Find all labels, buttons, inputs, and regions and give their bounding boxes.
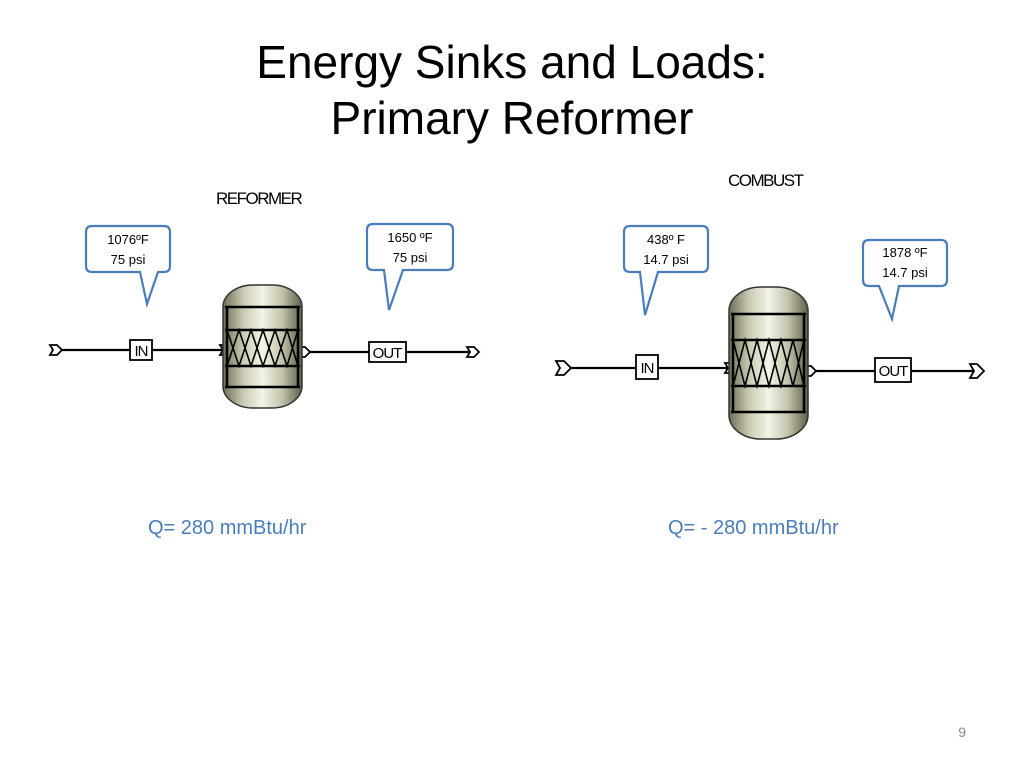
- combust-label: COMBUST: [728, 171, 804, 190]
- reformer-inlet-pressure: 75 psi: [111, 252, 146, 267]
- combust-unit: COMBUST 438º F 14.7 psi 1878 ºF 14.7 psi: [554, 171, 986, 440]
- reformer-out-tag: OUT: [368, 341, 407, 363]
- combust-in-tag: IN: [635, 354, 659, 380]
- combust-vessel: [728, 286, 809, 440]
- reformer-outlet-pressure: 75 psi: [393, 250, 428, 265]
- combust-inlet-temp: 438º F: [647, 232, 685, 247]
- combust-inlet-callout: 438º F 14.7 psi: [622, 224, 710, 316]
- reformer-vessel: [222, 284, 303, 409]
- combust-in-label: IN: [641, 360, 654, 377]
- reformer-inlet-callout: 1076ºF 75 psi: [84, 224, 172, 309]
- reformer-outlet-callout: 1650 ºF 75 psi: [365, 222, 455, 311]
- combust-out-tag: OUT: [874, 357, 912, 383]
- reformer-inlet-temp: 1076ºF: [107, 232, 149, 247]
- page-number: 9: [958, 724, 966, 740]
- reformer-heat-duty: Q= 280 mmBtu/hr: [148, 517, 307, 539]
- combust-outlet-pressure: 14.7 psi: [882, 265, 928, 280]
- reformer-unit: REFORMER 1076ºF 75 psi 1650 ºF 75 psi: [48, 189, 481, 409]
- title-line-2: Primary Reformer: [330, 92, 694, 144]
- combust-heat-duty: Q= - 280 mmBtu/hr: [668, 517, 839, 539]
- reformer-out-label: OUT: [373, 345, 403, 362]
- combust-outlet-temp: 1878 ºF: [882, 245, 927, 260]
- combust-inlet-pressure: 14.7 psi: [643, 252, 689, 267]
- combust-out-label: OUT: [879, 363, 909, 380]
- title-line-1: Energy Sinks and Loads:: [256, 36, 768, 88]
- reformer-in-label: IN: [135, 343, 148, 360]
- reformer-outlet-temp: 1650 ºF: [387, 230, 432, 245]
- reformer-label: REFORMER: [216, 189, 303, 208]
- combust-outlet-callout: 1878 ºF 14.7 psi: [861, 238, 949, 323]
- slide-title: Energy Sinks and Loads: Primary Reformer: [0, 34, 1024, 146]
- reformer-in-tag: IN: [129, 339, 153, 361]
